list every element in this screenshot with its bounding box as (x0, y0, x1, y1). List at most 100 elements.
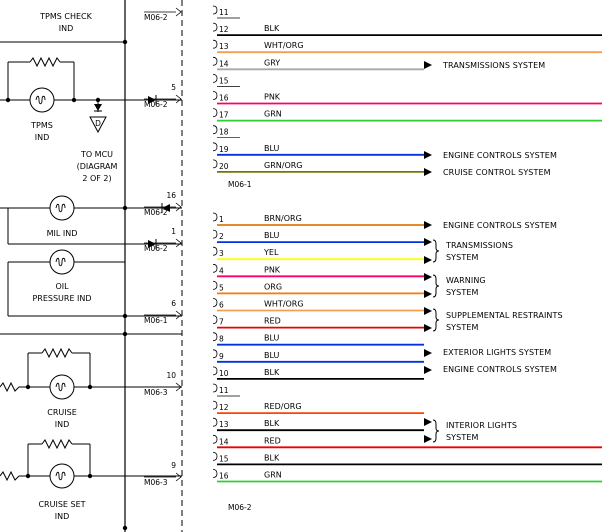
pin-number: 1 (219, 215, 224, 224)
connector-pin-row: 12 BLK (212, 22, 602, 36)
left-pin-connector: M06-2 (144, 244, 168, 253)
pin-number: 4 (219, 266, 224, 275)
dest-supplemental-a: SUPPLEMENTAL RESTRAINTS (446, 311, 563, 320)
arrow-icon (424, 366, 432, 374)
connector-pin-row: 13 BLK (212, 417, 424, 432)
wire-color-label: BLU (264, 144, 280, 153)
connector-pin-row: 2 BLU (212, 229, 424, 244)
wire-color-label: BLU (264, 231, 280, 240)
dest-engine-controls-1: ENGINE CONTROLS SYSTEM (443, 221, 557, 230)
wire-color-label: GRN (264, 471, 282, 480)
pin-number: 14 (219, 59, 229, 68)
pin-number: 11 (219, 8, 229, 17)
dest-supplemental-b: SYSTEM (446, 323, 479, 332)
mil-indicator: MIL IND (0, 195, 182, 249)
dest-engine-controls-9: ENGINE CONTROLS SYSTEM (443, 365, 557, 374)
left-pin-connector: M06-2 (144, 100, 168, 109)
brace-transmissions (424, 238, 440, 264)
tpms-check-label-1: TPMS CHECK (39, 12, 92, 21)
arrow-icon (424, 168, 432, 176)
wire-color-label: GRN (264, 110, 282, 119)
connector-name: M06-2 (228, 503, 252, 512)
pin-number: 16 (219, 94, 229, 103)
connector-pin-row: 1 BRN/ORG (212, 212, 424, 226)
dest-interior-lights-b: SYSTEM (446, 433, 479, 442)
cruise-set-indicator: CRUISE SET IND (0, 438, 182, 521)
dest-exterior-lights: EXTERIOR LIGHTS SYSTEM (443, 348, 551, 357)
pin-number: 12 (219, 403, 229, 412)
wire-color-label: BRN/ORG (264, 214, 302, 223)
wire-color-label: BLU (264, 351, 280, 360)
arrow-icon (424, 221, 432, 229)
wire-color-label: RED (264, 317, 281, 326)
mcu-arrow-icon (89, 116, 107, 134)
tpms-label-2: IND (35, 133, 50, 142)
connector-pin-row: 18 (212, 125, 240, 139)
cruise-label-2: IND (55, 420, 70, 429)
wire-color-label: BLK (264, 419, 280, 428)
tpms-label-1: TPMS (30, 121, 53, 130)
dest-transmissions-2b: SYSTEM (446, 253, 479, 262)
pin-number: 13 (219, 420, 229, 429)
wire-color-label: BLK (264, 368, 280, 377)
wire-color-label: RED (264, 436, 281, 445)
cruise-label-1: CRUISE (47, 408, 77, 417)
pin-number: 13 (219, 42, 229, 51)
pin-number: 20 (219, 162, 229, 171)
oil-label-2: PRESSURE IND (32, 294, 91, 303)
connector-pin-row: 11 (212, 5, 240, 19)
wire-color-label: BLK (264, 453, 280, 462)
pin-number: 8 (219, 335, 224, 344)
mil-label: MIL IND (47, 229, 78, 238)
pin-number: 5 (219, 283, 224, 292)
dest-interior-lights-a: INTERIOR LIGHTS (446, 421, 517, 430)
destinations: TRANSMISSIONS SYSTEM ENGINE CONTROLS SYS… (442, 61, 563, 442)
wire-color-label: BLK (264, 24, 280, 33)
connector-pin-row: 15 (212, 74, 240, 87)
dest-cruise-control: CRUISE CONTROL SYSTEM (443, 168, 551, 177)
cruise-set-label-2: IND (55, 512, 70, 521)
wire-color-label: WHT/ORG (264, 300, 304, 309)
pin-number: 2 (219, 232, 224, 241)
pin-number: 7 (219, 318, 224, 327)
cruise-indicator: CRUISE IND (0, 347, 182, 429)
wire-color-label: RED/ORG (264, 402, 302, 411)
pin-number: 15 (219, 76, 229, 85)
dest-transmissions-2a: TRANSMISSIONS (445, 241, 513, 250)
to-mcu-label-3: 2 OF 2) (82, 174, 111, 183)
connector-pin-row: 11 (212, 383, 240, 397)
oil-pressure-indicator: OIL PRESSURE IND (0, 249, 182, 335)
dest-transmissions: TRANSMISSIONS SYSTEM (442, 61, 545, 70)
left-pin-number: 9 (171, 461, 176, 470)
dest-engine-controls-top: ENGINE CONTROLS SYSTEM (443, 151, 557, 160)
pin-number: 12 (219, 25, 229, 34)
connector-pin-row: 10 BLK (212, 366, 424, 380)
wire-color-label: GRN/ORG (264, 161, 303, 170)
left-pin-connector: M06-3 (144, 478, 168, 487)
left-pin-number: 10 (166, 371, 176, 380)
pin-number: 10 (219, 369, 229, 378)
left-connector-pins: M06-25M06-216M06-21M06-26M06-110M06-39M0… (144, 7, 182, 487)
dest-warning-b: SYSTEM (446, 288, 479, 297)
arrows (424, 61, 440, 443)
wire-color-label: YEL (263, 248, 279, 257)
pin-number: 11 (219, 386, 229, 395)
cruise-set-label-1: CRUISE SET (38, 500, 85, 509)
to-mcu-label-1: TO MCU (80, 150, 113, 159)
wire-color-label: BLU (264, 334, 280, 343)
diode-letter: D (95, 119, 101, 128)
wire-color-label: PNK (264, 93, 281, 102)
left-pin-connector: M06-2 (144, 13, 168, 22)
left-pin-number: 5 (171, 83, 176, 92)
pin-number: 18 (219, 128, 229, 137)
left-pin-connector: M06-2 (144, 208, 168, 217)
